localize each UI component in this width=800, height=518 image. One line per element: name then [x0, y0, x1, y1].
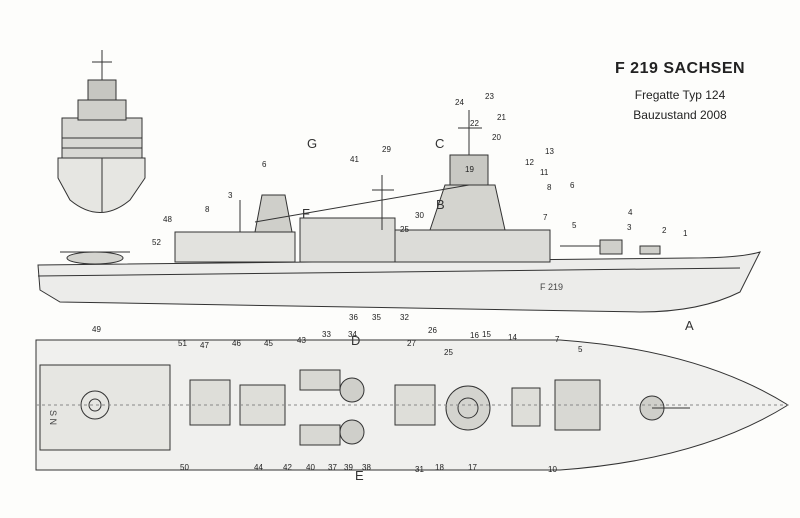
plan-callout-37: 37	[328, 463, 337, 472]
side-callout-29: 29	[382, 145, 391, 154]
side-callout-48: 48	[163, 215, 172, 224]
plan-callout-5: 5	[578, 345, 583, 354]
plan-callout-25: 25	[444, 348, 453, 357]
side-callout-2: 2	[662, 226, 667, 235]
plan-callout-10: 10	[548, 465, 557, 474]
plan-callout-15: 15	[482, 330, 491, 339]
side-letter-B: B	[436, 197, 445, 212]
plan-callout-44: 44	[254, 463, 263, 472]
plan-callout-51: 51	[178, 339, 187, 348]
ship-type: Fregatte Typ 124	[634, 88, 726, 102]
plan-callout-39: 39	[344, 463, 353, 472]
side-callout-25: 25	[400, 225, 409, 234]
side-callout-30: 30	[415, 211, 424, 220]
side-callout-13: 13	[545, 147, 554, 156]
build-status: Bauzustand 2008	[633, 108, 727, 122]
plan-callout-17: 17	[468, 463, 477, 472]
side-callout-32: 32	[400, 313, 409, 322]
plan-callout-7: 7	[555, 335, 560, 344]
side-callout-24: 24	[455, 98, 464, 107]
plan-callout-26: 26	[428, 326, 437, 335]
side-callout-36: 36	[349, 313, 358, 322]
plan-callout-18: 18	[435, 463, 444, 472]
side-callout-21: 21	[497, 113, 506, 122]
plan-callout-47: 47	[200, 341, 209, 350]
plan-callout-34: 34	[348, 330, 357, 339]
side-callout-8: 8	[205, 205, 210, 214]
side-callout-6: 6	[262, 160, 267, 169]
plan-callout-42: 42	[283, 463, 292, 472]
side-callout-7: 7	[543, 213, 548, 222]
side-callout-4: 4	[628, 208, 633, 217]
plan-view	[35, 339, 789, 471]
side-callout-19: 19	[465, 165, 474, 174]
side-letter-C: C	[435, 136, 444, 151]
plan-callout-43: 43	[297, 336, 306, 345]
side-callout-1: 1	[683, 229, 688, 238]
plan-callout-40: 40	[306, 463, 315, 472]
title-block: F 219 SACHSEN Fregatte Typ 124 Bauzustan…	[590, 60, 770, 122]
plan-callout-27: 27	[407, 339, 416, 348]
plan-letter-D: D	[351, 333, 360, 348]
deck-marking: S N	[48, 410, 58, 425]
side-letter-F: F	[302, 206, 310, 221]
plan-callout-31: 31	[415, 465, 424, 474]
ship-title: F 219 SACHSEN	[614, 60, 746, 77]
side-callout-3: 3	[228, 191, 233, 200]
plan-callout-50: 50	[180, 463, 189, 472]
side-callout-23: 23	[485, 92, 494, 101]
side-callout-11: 11	[540, 168, 549, 177]
plan-callout-49: 49	[92, 325, 101, 334]
side-callout-41: 41	[350, 155, 359, 164]
side-callout-8: 8	[547, 183, 552, 192]
side-view	[37, 110, 761, 313]
bow-view	[57, 50, 146, 213]
side-callout-6: 6	[570, 181, 575, 190]
side-callout-3: 3	[627, 223, 632, 232]
plan-callout-14: 14	[508, 333, 517, 342]
side-callout-22: 22	[470, 119, 479, 128]
plan-callout-33: 33	[322, 330, 331, 339]
plan-callout-16: 16	[470, 331, 479, 340]
side-callout-35: 35	[372, 313, 381, 322]
plan-callout-45: 45	[264, 339, 273, 348]
hull-number-side: F 219	[540, 282, 563, 292]
side-letter-G: G	[307, 136, 317, 151]
side-callout-12: 12	[525, 158, 534, 167]
callout-layer: 1234567811121319202122232425293032353641…	[92, 92, 694, 483]
plan-letter-E: E	[355, 468, 364, 483]
plan-callout-46: 46	[232, 339, 241, 348]
plan-callout-38: 38	[362, 463, 371, 472]
side-callout-52: 52	[152, 238, 161, 247]
side-letter-A: A	[685, 318, 694, 333]
side-callout-20: 20	[492, 133, 501, 142]
side-callout-5: 5	[572, 221, 577, 230]
